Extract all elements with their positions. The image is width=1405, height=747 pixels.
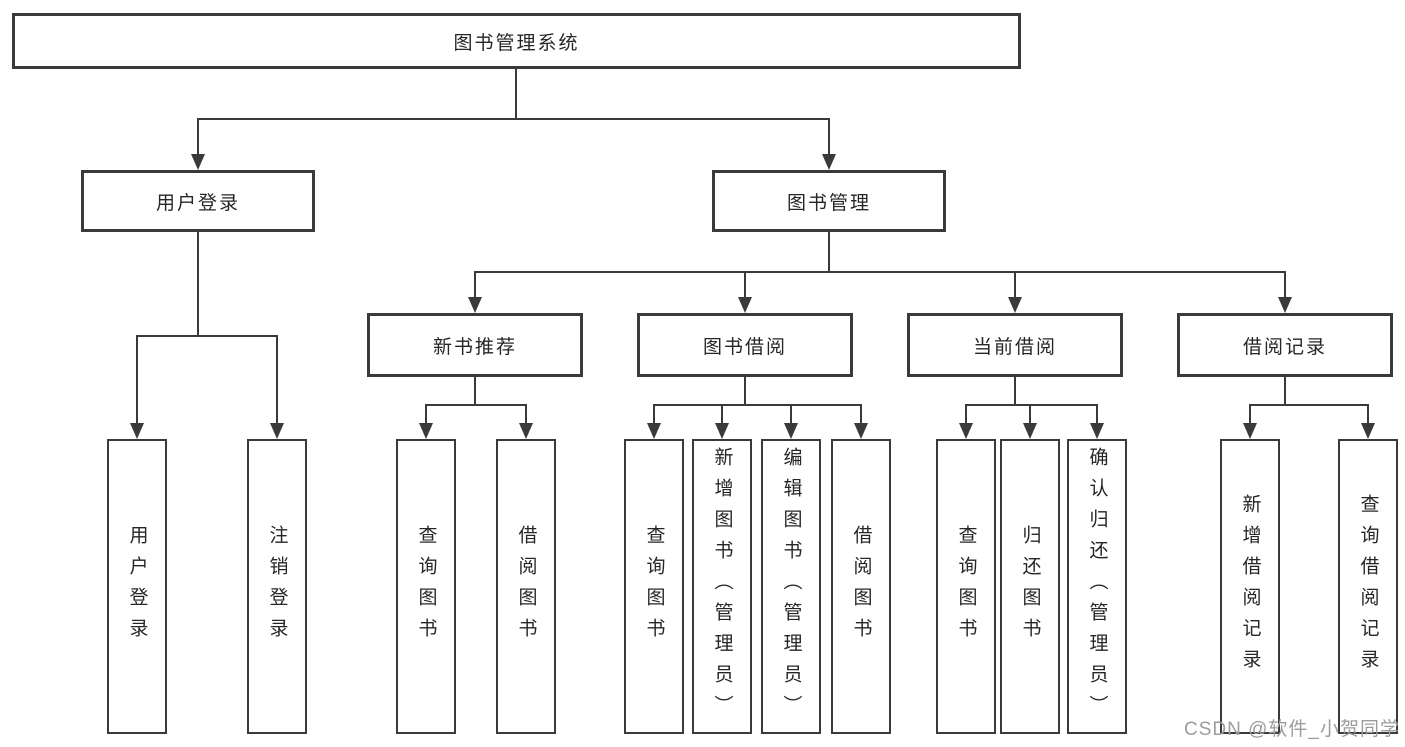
node-label: 注销登录 (266, 524, 288, 649)
node-query-books-borrow: 查询图书 (624, 439, 684, 734)
node-label: 借阅记录 (1242, 336, 1327, 358)
node-book-management-module: 图书管理 (712, 170, 946, 232)
node-query-borrow-record: 查询借阅记录 (1338, 439, 1398, 734)
node-book-borrowing: 图书借阅 (637, 313, 853, 377)
node-borrow-books-recommend: 借阅图书 (496, 439, 556, 734)
node-confirm-return-admin: 确认归还（管理员） (1067, 439, 1127, 734)
node-query-books-recommend: 查询图书 (396, 439, 456, 734)
node-logout: 注销登录 (247, 439, 307, 734)
node-borrowing-records: 借阅记录 (1177, 313, 1393, 377)
node-label: 借阅图书 (515, 524, 537, 649)
node-label: 新增图书（管理员） (711, 447, 733, 726)
node-label: 编辑图书（管理员） (780, 447, 802, 726)
node-add-book-admin: 新增图书（管理员） (692, 439, 752, 734)
node-label: 归还图书 (1019, 524, 1041, 649)
node-label: 查询借阅记录 (1357, 493, 1379, 680)
node-label: 用户登录 (126, 524, 148, 649)
node-return-books: 归还图书 (1000, 439, 1060, 734)
node-label: 用户登录 (155, 192, 240, 214)
node-label: 查询图书 (643, 524, 665, 649)
node-label: 图书管理 (786, 192, 871, 214)
node-label: 查询图书 (415, 524, 437, 649)
node-query-books-current: 查询图书 (936, 439, 996, 734)
node-current-borrowing: 当前借阅 (907, 313, 1123, 377)
node-label: 当前借阅 (972, 336, 1057, 358)
node-label: 图书借阅 (702, 336, 787, 358)
node-label: 新书推荐 (432, 336, 517, 358)
node-user-login: 用户登录 (107, 439, 167, 734)
node-new-book-recommendation: 新书推荐 (367, 313, 583, 377)
node-label: 查询图书 (955, 524, 977, 649)
node-label: 确认归还（管理员） (1086, 447, 1108, 726)
node-user-login-module: 用户登录 (81, 170, 315, 232)
node-library-management-system: 图书管理系统 (12, 13, 1021, 69)
node-label: 图书管理系统 (453, 32, 580, 54)
watermark: CSDN @软件_小贺同学 (1184, 719, 1400, 740)
node-borrow-books: 借阅图书 (831, 439, 891, 734)
node-edit-book-admin: 编辑图书（管理员） (761, 439, 821, 734)
node-label: 新增借阅记录 (1239, 493, 1261, 680)
node-label: 借阅图书 (850, 524, 872, 649)
node-add-borrow-record: 新增借阅记录 (1220, 439, 1280, 734)
